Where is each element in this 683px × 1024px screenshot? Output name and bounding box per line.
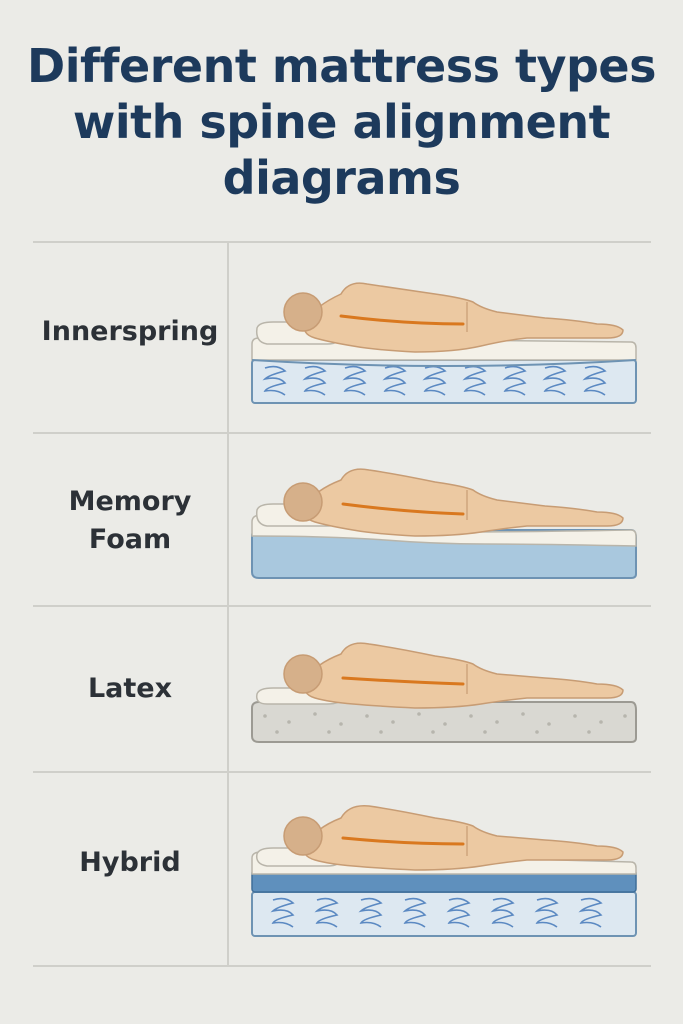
memory-foam-diagram: [245, 460, 645, 585]
innerspring-diagram: [245, 272, 645, 412]
row-divider: [33, 241, 651, 243]
latex-pinholes: [263, 712, 627, 734]
spine-line: [341, 502, 465, 516]
label-line: Hybrid: [79, 847, 181, 878]
latex-diagram: [245, 632, 645, 750]
spine-line: [341, 836, 465, 846]
sleeper-figure: [283, 282, 624, 353]
spring-coils: [262, 365, 607, 396]
label-line: Innerspring: [41, 316, 219, 347]
title-line-1: Different mattress types: [27, 39, 656, 93]
mattress-label-hybrid: Hybrid: [33, 844, 227, 882]
spring-coils: [270, 897, 603, 928]
row-divider: [33, 965, 651, 967]
title-line-2: with spine alignment: [72, 95, 611, 149]
title-line-3: diagrams: [222, 151, 461, 205]
label-line: Foam: [88, 524, 172, 555]
label-line: Memory: [68, 486, 192, 517]
sleeper-figure: [283, 468, 624, 537]
page-title: Different mattress types with spine alig…: [0, 38, 683, 206]
mattress-label-latex: Latex: [33, 670, 227, 708]
label-line: Latex: [87, 673, 173, 704]
mattress-label-innerspring: Innerspring: [33, 313, 227, 351]
sleeper-figure: [283, 642, 624, 709]
row-divider: [33, 771, 651, 773]
spine-line: [339, 314, 465, 326]
row-divider: [33, 605, 651, 607]
sleeper-figure: [283, 805, 624, 871]
spine-line: [341, 676, 465, 686]
row-divider: [33, 432, 651, 434]
column-divider: [227, 242, 229, 966]
mattress-label-memory-foam: Memory Foam: [33, 483, 227, 559]
hybrid-diagram: [245, 796, 645, 942]
